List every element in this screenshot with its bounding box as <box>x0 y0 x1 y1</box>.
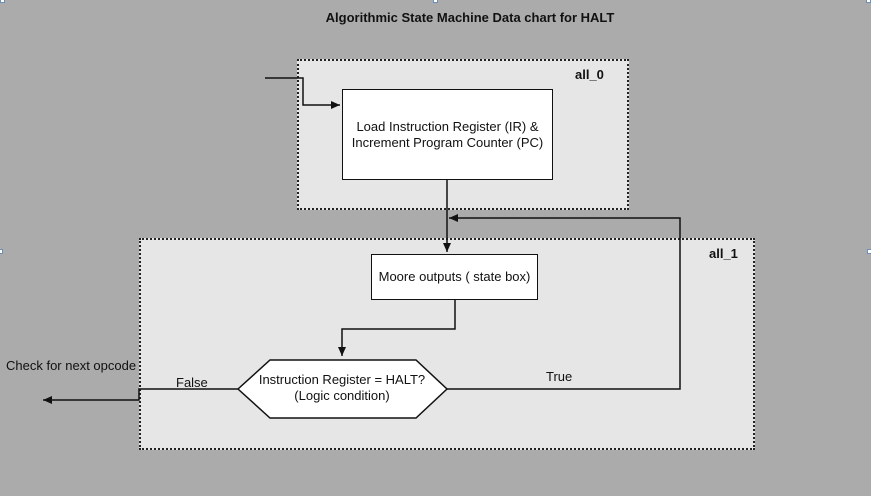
selection-handle-top-left[interactable] <box>0 0 5 3</box>
entry-connector <box>265 77 340 109</box>
decision-shape <box>236 359 449 419</box>
state-label-all-1: all_1 <box>709 246 738 261</box>
moore-to-decision-connector <box>338 300 456 356</box>
load-ir-line-1: Load Instruction Register (IR) & <box>356 118 539 134</box>
selection-handle-top-right[interactable] <box>866 0 871 3</box>
exit-label: Check for next opcode <box>6 358 137 373</box>
true-label: True <box>546 369 573 384</box>
false-exit-connector <box>43 388 238 404</box>
state-label-all-0: all_0 <box>575 67 604 82</box>
true-loop-connector <box>447 214 681 390</box>
decision-label: Instruction Register = HALT? (Logic cond… <box>238 372 446 404</box>
selection-handle-middle-right[interactable] <box>867 249 871 254</box>
moore-outputs-label: Moore outputs ( state box) <box>378 269 531 284</box>
decision-line-1: Instruction Register = HALT? <box>258 372 426 387</box>
chart-title: Algorithmic State Machine Data chart for… <box>325 10 615 25</box>
selection-handle-middle-left[interactable] <box>0 249 3 254</box>
load-ir-box[interactable]: Load Instruction Register (IR) & Increme… <box>342 89 553 180</box>
decision-line-2: (Logic condition) <box>294 388 390 403</box>
selection-handle-top-center[interactable] <box>433 0 438 3</box>
false-label: False <box>176 375 208 390</box>
moore-outputs-box[interactable]: Moore outputs ( state box) <box>371 254 538 300</box>
load-ir-line-2: Increment Program Counter (PC) <box>351 134 544 150</box>
